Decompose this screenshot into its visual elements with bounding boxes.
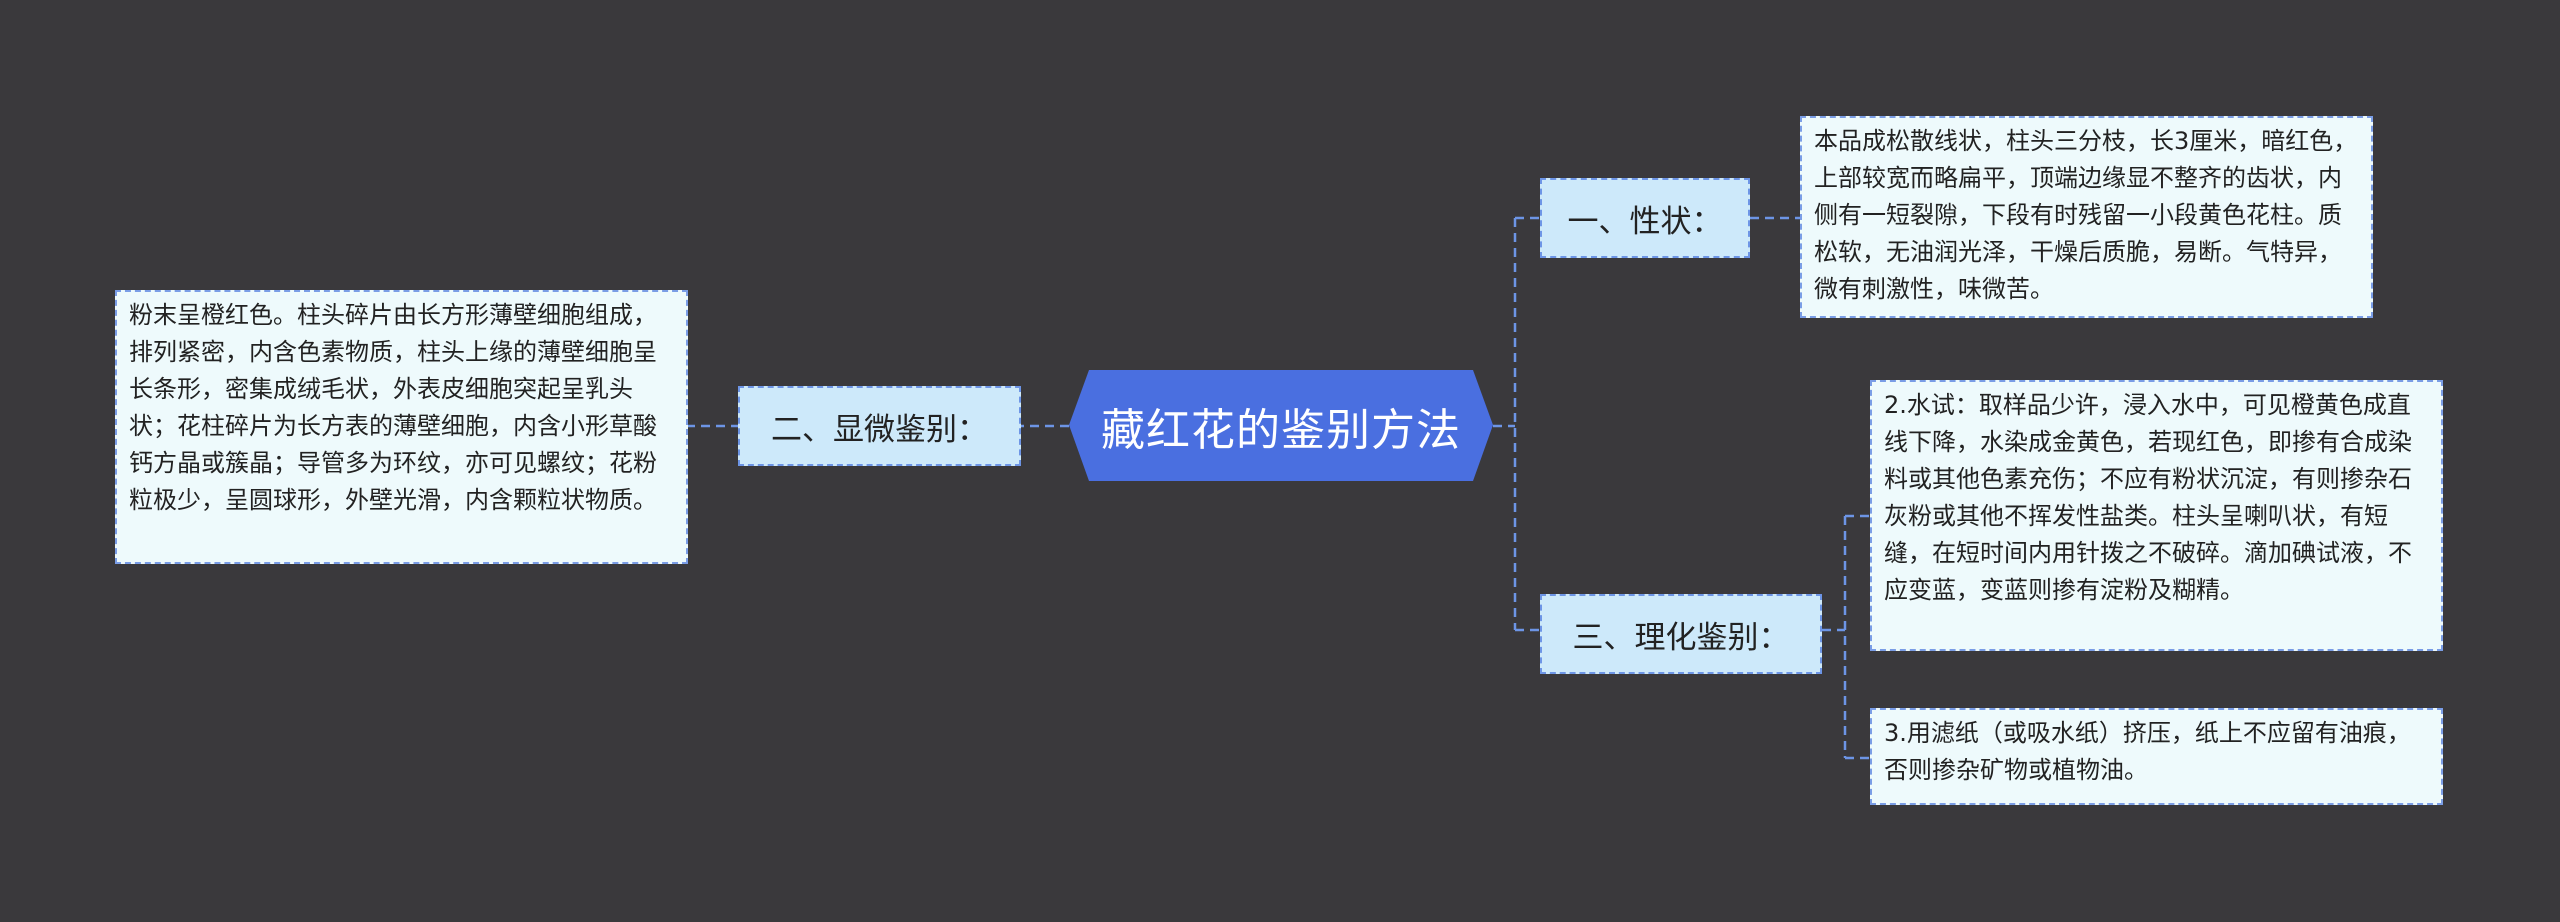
branch-label: 三、理化鉴别： [1572,619,1790,656]
branch-label: 一、性状： [1567,203,1723,240]
branch-label: 二、显微鉴别： [771,411,988,448]
leaf-text: 2.水试：取样品少许，浸入水中，可见橙黄色成直线下降，水染成金黄色，若现红色，即… [1884,391,2412,604]
leaf-lihua-lvzhi[interactable]: 3.用滤纸（或吸水纸）挤压，纸上不应留有油痕，否则掺杂矿物或植物油。 [1870,708,2443,805]
leaf-xianwei[interactable]: 粉末呈橙红色。柱头碎片由长方形薄壁细胞组成，排列紧密，内含色素物质，柱头上缘的薄… [115,290,688,564]
branch-lihua[interactable]: 三、理化鉴别： [1540,594,1822,674]
leaf-text: 本品成松散线状，柱头三分枝，长3厘米，暗红色，上部较宽而略扁平，顶端边缘显不整齐… [1814,127,2358,303]
leaf-text: 粉末呈橙红色。柱头碎片由长方形薄壁细胞组成，排列紧密，内含色素物质，柱头上缘的薄… [129,301,657,514]
leaf-text: 3.用滤纸（或吸水纸）挤压，纸上不应留有油痕，否则掺杂矿物或植物油。 [1884,719,2411,784]
leaf-lihua-shuishi[interactable]: 2.水试：取样品少许，浸入水中，可见橙黄色成直线下降，水染成金黄色，若现红色，即… [1870,380,2443,651]
branch-xianwei[interactable]: 二、显微鉴别： [738,386,1021,466]
central-topic-title: 藏红花的鉴别方法 [1101,404,1461,456]
central-topic[interactable]: 藏红花的鉴别方法 [1069,370,1493,481]
branch-xingzhuang[interactable]: 一、性状： [1540,178,1750,258]
leaf-xingzhuang[interactable]: 本品成松散线状，柱头三分枝，长3厘米，暗红色，上部较宽而略扁平，顶端边缘显不整齐… [1800,116,2373,318]
